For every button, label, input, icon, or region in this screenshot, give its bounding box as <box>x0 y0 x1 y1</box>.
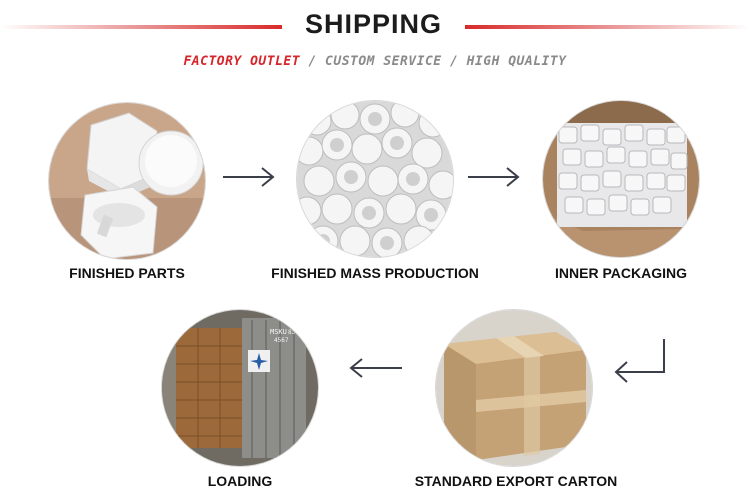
container-number: 834 220 <box>288 329 314 336</box>
finished-parts-photo <box>49 103 205 259</box>
header-rule-left <box>0 25 282 29</box>
page-title: SHIPPING <box>304 9 443 39</box>
mass-production-photo <box>297 101 453 257</box>
step-label-loading: LOADING <box>207 473 273 489</box>
export-carton-photo <box>436 310 592 466</box>
step-label-mass-production: FINISHED MASS PRODUCTION <box>271 265 479 281</box>
step-label-inner-packaging: INNER PACKAGING <box>555 265 687 281</box>
arrow-down-left-icon <box>614 339 665 383</box>
header-rule-right <box>465 25 750 29</box>
page-subtitle: FACTORY OUTLET / CUSTOM SERVICE / HIGH Q… <box>0 54 750 69</box>
step-label-export-carton: STANDARD EXPORT CARTON <box>414 473 618 489</box>
container-code: MSKU <box>270 328 287 336</box>
step-label-finished-parts: FINISHED PARTS <box>69 265 185 281</box>
loading-photo: MSKU 834 220 4567 <box>162 310 318 466</box>
container-line2: 4567 <box>274 337 289 344</box>
inner-packaging-photo <box>543 101 699 257</box>
subtitle-rest: / CUSTOM SERVICE / HIGH QUALITY <box>300 54 567 69</box>
arrow-left-icon <box>349 358 402 378</box>
arrow-right-icon <box>223 167 275 187</box>
subtitle-accent: FACTORY OUTLET <box>183 54 301 69</box>
arrow-right-icon <box>468 167 520 187</box>
